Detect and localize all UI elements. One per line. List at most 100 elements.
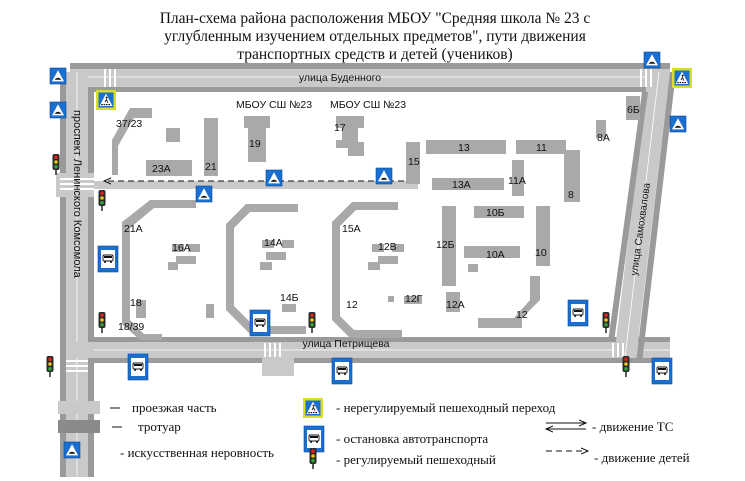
building-16a — [168, 244, 200, 270]
buildings — [112, 96, 640, 340]
map-title: План-схема района расположения МБОУ "Сре… — [120, 10, 630, 64]
traffic-light-icon — [98, 312, 106, 333]
speed-bump-icon — [643, 51, 661, 69]
speed-bump-icon — [49, 101, 67, 119]
speed-bump-icon — [63, 441, 81, 459]
pedestrian-crossing-icon — [303, 398, 323, 418]
traffic-light-icon — [602, 312, 610, 333]
building-18 — [136, 300, 146, 318]
label-10a: 10А — [486, 249, 505, 261]
label-17: 17 — [334, 122, 346, 134]
traffic-light-icon — [309, 448, 317, 469]
building-12r — [478, 276, 540, 328]
building-13 — [426, 140, 506, 154]
building-11a — [512, 160, 524, 196]
street-label-petrishcheva: улица Петрищева — [303, 338, 390, 350]
internal-driveway — [94, 181, 418, 189]
label-12: 12 — [346, 299, 358, 311]
school-label-a: МБОУ СШ №23 — [236, 99, 312, 111]
traffic-light-icon — [46, 356, 54, 377]
title-line-3: транспортных средств и детей (учеников) — [237, 46, 513, 63]
label-6b: 6Б — [627, 104, 640, 116]
building-14a — [226, 204, 306, 334]
speed-bump-icon — [49, 67, 67, 85]
label-12b: 12Б — [436, 239, 455, 251]
label-21: 21 — [205, 161, 217, 173]
label-14b: 14Б — [280, 292, 299, 304]
building-21a — [122, 200, 196, 340]
building-12b — [442, 206, 456, 286]
building-8 — [564, 150, 580, 202]
building-12g — [404, 296, 422, 304]
label-13: 13 — [458, 142, 470, 154]
building-10a — [464, 246, 520, 258]
label-15: 15 — [408, 156, 420, 168]
building-11 — [516, 140, 566, 154]
legend-reg-crossing-label: - регулируемый пешеходный — [336, 452, 496, 467]
building-17 — [336, 116, 364, 156]
label-12g: 12Г — [405, 293, 423, 305]
building-14a-cluster — [260, 240, 294, 270]
label-12r: 12 — [516, 309, 528, 321]
label-19: 19 — [249, 138, 261, 150]
speed-bump-icon — [195, 185, 213, 203]
speed-bump-icon — [669, 115, 687, 133]
building-12a — [446, 292, 460, 312]
traffic-light-icon — [622, 356, 630, 377]
legend-bump-label: - искусственная неровность — [120, 445, 274, 460]
traffic-light-icon — [52, 154, 60, 175]
building-15a — [332, 202, 402, 338]
building-19 — [244, 116, 270, 162]
speed-bump-icon — [265, 169, 283, 187]
legend: проезжая часть тротуар - искусственная н… — [58, 398, 690, 469]
building-37-23 — [112, 108, 152, 175]
road-budennogo — [70, 68, 670, 88]
label-18-39: 18/39 — [118, 321, 144, 333]
label-21a: 21А — [124, 223, 143, 235]
label-14a: 14А — [264, 237, 283, 249]
legend-children-label: - движение детей — [594, 450, 690, 465]
street-label-leninskogo-komsomola: проспект Ленинского Комсомола — [71, 110, 83, 279]
label-12a: 12А — [446, 299, 465, 311]
pedestrian-crossing-icon — [96, 90, 116, 110]
building-23a — [146, 160, 192, 176]
legend-unreg-crossing-label: - нерегулируемый пешеходный переход — [336, 400, 556, 415]
label-16a: 16А — [172, 242, 191, 254]
label-18: 18 — [130, 297, 142, 309]
legend-swatch-road — [58, 401, 100, 414]
legend-bus-stop-label: - остановка автотранспорта — [336, 431, 488, 446]
label-10: 10 — [535, 247, 547, 259]
traffic-light-icon — [308, 312, 316, 333]
building-10b — [474, 206, 524, 218]
label-11a: 11А — [508, 175, 526, 187]
traffic-light-icon — [98, 190, 106, 211]
legend-vehicle-label: - движение ТС — [592, 419, 673, 434]
legend-sidewalk-label: тротуар — [138, 419, 181, 434]
building-10 — [536, 206, 550, 266]
legend-vehicle-arrows — [546, 423, 586, 429]
bus-stop-icon — [331, 357, 353, 385]
label-15a: 15А — [342, 223, 361, 235]
building-8a — [596, 120, 606, 138]
label-23a: 23А — [152, 163, 171, 175]
bus-stop-icon — [651, 357, 673, 385]
building-21 — [204, 118, 218, 176]
building-12v — [368, 244, 404, 270]
building-15 — [406, 142, 420, 184]
bus-stop-icon — [249, 309, 271, 337]
label-13a: 13А — [452, 179, 471, 191]
building-labels: 37/23 23А 21 19 17 15 13 13А 11 11А 8 8А… — [116, 99, 640, 333]
building-14b — [282, 304, 296, 312]
label-10b: 10Б — [486, 207, 505, 219]
speed-bump-icon — [375, 167, 393, 185]
road-network — [56, 63, 676, 477]
label-11: 11 — [536, 142, 547, 154]
building-13a — [432, 178, 504, 190]
label-8a: 8А — [597, 132, 610, 144]
legend-road-label: проезжая часть — [132, 400, 217, 415]
pedestrian-crossing-icon — [672, 68, 692, 88]
bus-stop-icon — [127, 353, 149, 381]
school-label-b: МБОУ СШ №23 — [330, 99, 406, 111]
label-37-23: 37/23 — [116, 118, 142, 130]
